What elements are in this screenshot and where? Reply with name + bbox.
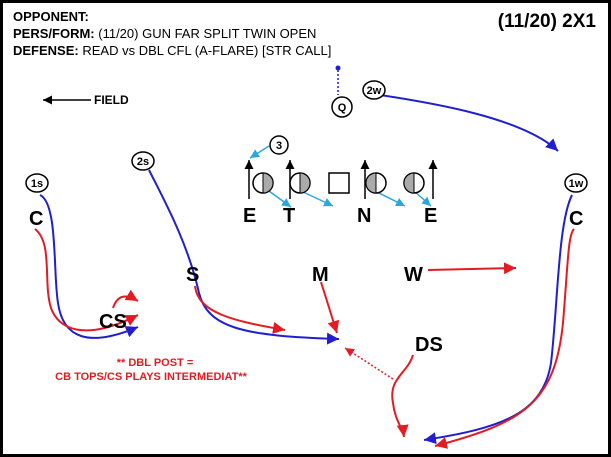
- path-ds-dotted: [344, 347, 394, 380]
- diagram-canvas: FIELD: [25, 65, 588, 449]
- pers-form-line: PERS/FORM: (11/20) GUN FAR SPLIT TWIN OP…: [13, 26, 316, 41]
- qb-marker: Q: [331, 96, 353, 118]
- path-cs: [112, 289, 139, 309]
- receiver-3: 3: [269, 135, 289, 155]
- qb-label: Q: [338, 102, 347, 114]
- defender-s: S: [186, 264, 199, 286]
- ol-left-guard-icon: [289, 172, 311, 194]
- path-m: [320, 281, 340, 334]
- defender-c-right: C: [569, 208, 583, 230]
- receiver-2s-label: 2s: [137, 156, 149, 168]
- play-title: (11/20) 2X1: [497, 11, 596, 32]
- defender-e-right: E: [424, 205, 437, 227]
- qb-dot-icon: [335, 65, 341, 71]
- route-2s: [148, 169, 340, 345]
- defense-label: DEFENSE:: [13, 43, 79, 58]
- defender-n: N: [357, 205, 371, 227]
- field-label: FIELD: [94, 93, 129, 107]
- ol-left-tackle-icon: [252, 172, 274, 194]
- defender-e-left: E: [243, 205, 256, 227]
- path-w: [427, 262, 517, 275]
- route-2w: [379, 94, 559, 152]
- path-ds: [391, 354, 414, 438]
- note-line-1: ** DBL POST =: [117, 357, 194, 369]
- receiver-3-label: 3: [276, 140, 282, 152]
- defender-m: M: [312, 264, 329, 286]
- defender-cs: CS: [99, 311, 127, 333]
- defender-w: W: [404, 264, 423, 286]
- defender-c-left: C: [29, 208, 43, 230]
- ol-right-guard-icon: [365, 172, 387, 194]
- receiver-2s: 2s: [131, 151, 155, 171]
- receiver-1w: 1w: [564, 173, 588, 193]
- defense-line: DEFENSE: READ vs DBL CFL (A-FLARE) [STR …: [13, 43, 331, 58]
- route-1s: [39, 194, 139, 339]
- path-s: [194, 285, 286, 334]
- receiver-2w: 2w: [362, 80, 386, 100]
- defender-ds: DS: [415, 334, 443, 356]
- offensive-line: [252, 172, 425, 194]
- receiver-1s-label: 1s: [31, 178, 43, 190]
- opponent-label: OPPONENT:: [13, 9, 89, 24]
- ol-center-icon: [328, 172, 350, 194]
- pers-form-label: PERS/FORM:: [13, 26, 95, 41]
- opponent-line: OPPONENT:: [13, 9, 89, 24]
- receiver-1w-label: 1w: [569, 178, 584, 190]
- ol-right-tackle-icon: [403, 172, 425, 194]
- defense-value: READ vs DBL CFL (A-FLARE) [STR CALL]: [82, 43, 332, 58]
- note-line-2: CB TOPS/CS PLAYS INTERMEDIAT**: [55, 371, 247, 383]
- defender-t: T: [283, 205, 295, 227]
- path-c-left: [34, 228, 139, 332]
- pers-form-value: (11/20) GUN FAR SPLIT TWIN OPEN: [98, 26, 317, 41]
- route-1w: [423, 194, 573, 445]
- receiver-2w-label: 2w: [367, 85, 382, 97]
- path-c-right: [434, 228, 575, 449]
- line-blocking-arrows: [249, 145, 432, 208]
- receiver-1s: 1s: [25, 173, 49, 193]
